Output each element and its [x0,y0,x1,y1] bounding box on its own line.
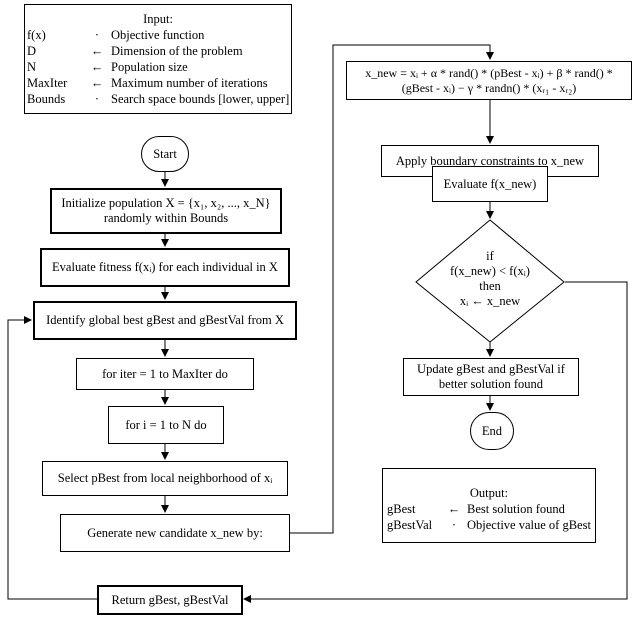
legend-row: MaxIter ← Maximum number of iterations [27,75,291,91]
legend-row: f(x) · Objective function [27,27,291,43]
legend-key: gBest [387,502,416,516]
legend-arrow: ← [447,502,461,516]
end-label: End [481,423,503,438]
select-pbest-label: Select pBest from local neighborhood of … [57,471,273,485]
evaluate-new-label: Evaluate f(x_new) [443,176,537,191]
output-rows: gBest ← Best solution found gBestVal · Object… [383,501,595,533]
generate-candidate-label: Generate new candidate x_new by: [87,525,263,540]
identify-best-label: Identify global best gBest and gBestVal … [46,313,284,327]
decision-then: then [479,279,501,293]
for-iter-label: for iter = 1 to MaxIter do [102,366,228,381]
legend-key: D [27,44,37,58]
evaluate-new-box: Evaluate f(x_new) [432,166,548,202]
legend-row: gBest ← Best solution found [387,501,595,517]
for-iter-box: for iter = 1 to MaxIter do [76,358,254,390]
legend-arrow: ← [90,44,104,58]
legend-row: Bounds · Search space bounds [lower, upper… [27,91,291,107]
return-label: Return gBest, gBestVal [111,592,229,607]
legend-description: Maximum number of iterations [111,76,268,90]
generate-candidate-box: Generate new candidate x_new by: [60,514,290,552]
legend-key: N [27,60,37,74]
legend-arrow: ← [90,76,104,90]
legend-description: Dimension of the problem [111,44,243,58]
end-terminal: End [470,412,514,450]
legend-description: Objective value of gBest [467,518,591,532]
legend-description: Objective function [111,28,205,42]
legend-row: D ← Dimension of the problem [27,43,291,59]
legend-row: gBestVal · Objective value of gBest [387,517,595,533]
decision-assign: xᵢ ← x_new [459,294,521,308]
legend-arrow: ← [90,60,104,74]
start-label: Start [153,146,177,161]
evaluate-fitness-label: Evaluate fitness f(xᵢ) for each individu… [52,260,278,274]
update-best-line2: better solution found [438,377,544,391]
init-line2: randomly within Bounds [103,211,229,225]
update-formula-box: x_new = xᵢ + α * rand() * (pBest - xᵢ) +… [346,61,632,100]
arrow-return-loop-to-identify [7,316,97,600]
for-i-box: for i = 1 to N do [108,406,224,444]
legend-description: Search space bounds [lower, upper] [111,92,290,106]
legend-arrow: · [94,28,100,42]
init-line1: Initialize population X = {x₁, x₂, ..., … [61,196,271,210]
identify-best-box: Identify global best gBest and gBestVal … [33,301,297,340]
boundary-label: Apply boundary constraints to x_new [395,153,585,168]
decision-if: if [486,249,494,263]
legend-key: f(x) [27,28,46,42]
for-i-label: for i = 1 to N do [125,417,207,432]
legend-key: Bounds [27,92,66,106]
legend-row: N ← Population size [27,59,291,75]
formula-line2: (gBest - xᵢ) − γ * randn() * (xᵣ₁ - xᵣ₂) [401,80,577,95]
evaluate-fitness-box: Evaluate fitness f(xᵢ) for each individu… [40,248,290,287]
return-box: Return gBest, gBestVal [97,585,243,615]
arrow-generate-to-formula [290,44,494,534]
update-best-line1: Update gBest and gBestVal if [417,362,565,376]
decision-diamond [415,219,565,343]
legend-arrow: · [94,92,100,106]
arrow-diamond-no-to-return [243,281,628,603]
init-population-box: Initialize population X = {x₁, x₂, ..., … [50,188,282,234]
legend-description: Best solution found [467,502,565,516]
legend-key: MaxIter [27,76,68,90]
legend-description: Population size [111,60,188,74]
decision-text: if f(x_new) < f(xᵢ) then xᵢ ← x_new [430,249,550,309]
legend-key: gBestVal [387,518,433,532]
start-terminal: Start [141,136,189,172]
formula-line1: x_new = xᵢ + α * rand() * (pBest - xᵢ) +… [365,65,613,80]
decision-condition: f(x_new) < f(xᵢ) [450,264,530,278]
output-title: Output: [469,486,509,500]
legend-arrow: · [451,518,457,532]
select-pbest-box: Select pBest from local neighborhood of … [42,461,288,496]
input-title: Input: [143,12,173,26]
